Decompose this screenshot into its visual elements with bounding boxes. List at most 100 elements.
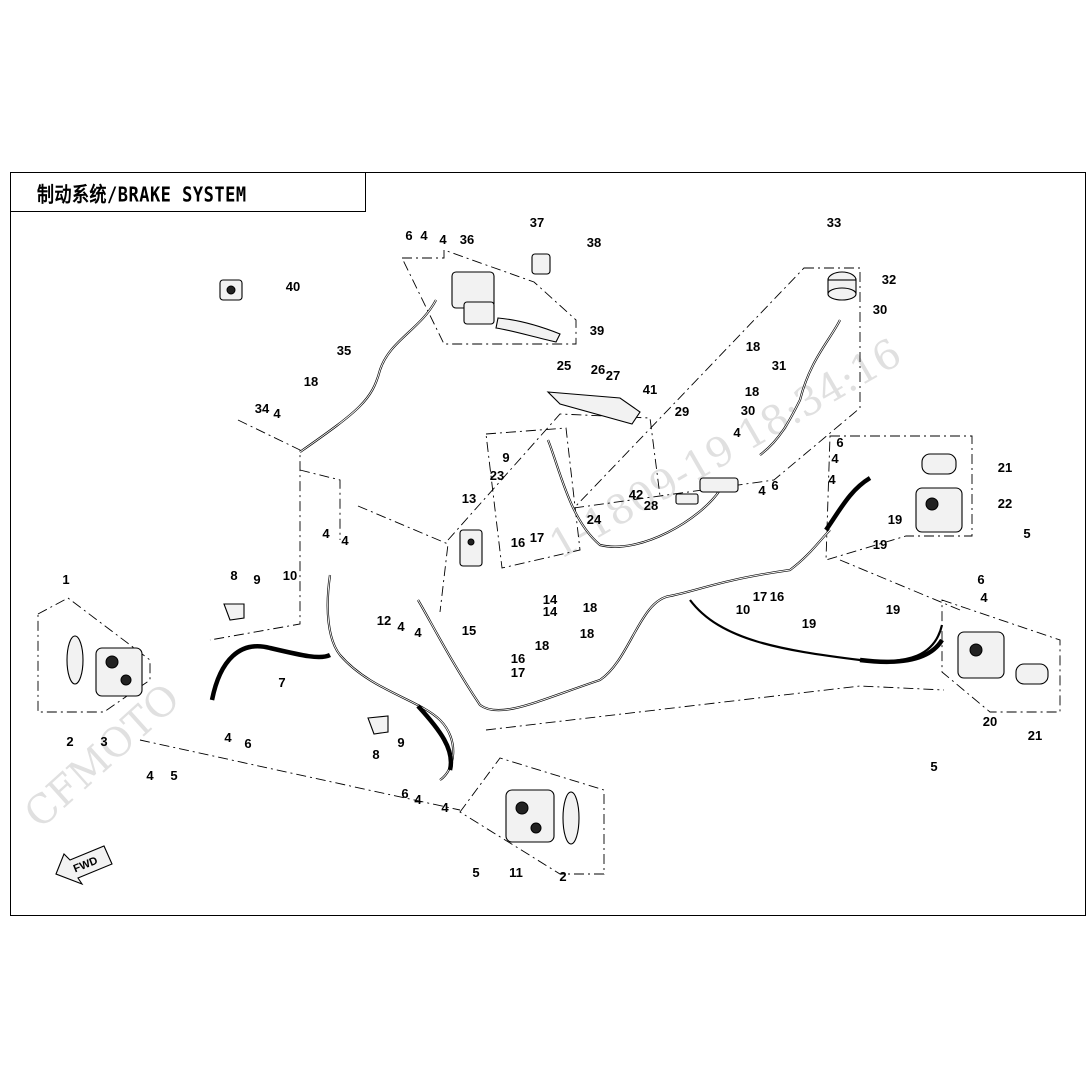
callout-37: 37 xyxy=(530,215,544,230)
callout-17: 17 xyxy=(530,530,544,545)
callout-4: 4 xyxy=(828,472,836,487)
callout-32: 32 xyxy=(882,272,896,287)
callout-19: 19 xyxy=(886,602,900,617)
callout-9: 9 xyxy=(397,735,404,750)
callout-31: 31 xyxy=(772,358,786,373)
callout-4: 4 xyxy=(322,526,330,541)
callout-4: 4 xyxy=(980,590,988,605)
callout-30: 30 xyxy=(741,403,755,418)
callout-18: 18 xyxy=(580,626,594,641)
callout-10: 10 xyxy=(736,602,750,617)
callout-6: 6 xyxy=(244,736,251,751)
rear-reservoir-icon xyxy=(827,271,857,301)
callout-30: 30 xyxy=(873,302,887,317)
callout-4: 4 xyxy=(146,768,154,783)
front-right-caliper-icon xyxy=(505,789,580,845)
brake-pedal-icon xyxy=(546,391,641,425)
callout-14: 14 xyxy=(543,604,558,619)
callout-20: 20 xyxy=(983,714,997,729)
callout-7: 7 xyxy=(278,675,285,690)
callout-16: 16 xyxy=(511,535,525,550)
rear-caliper-upper-icon xyxy=(915,453,963,533)
callout-4: 4 xyxy=(273,406,281,421)
callout-9: 9 xyxy=(253,572,260,587)
callout-6: 6 xyxy=(836,435,843,450)
callout-18: 18 xyxy=(746,339,760,354)
master-cylinder-icon xyxy=(451,253,561,343)
callout-42: 42 xyxy=(629,487,643,502)
callout-23: 23 xyxy=(490,468,504,483)
callout-4: 4 xyxy=(831,451,839,466)
brake-switch-icon xyxy=(219,279,243,301)
callout-18: 18 xyxy=(745,384,759,399)
callout-19: 19 xyxy=(888,512,902,527)
callout-8: 8 xyxy=(372,747,379,762)
callout-21: 21 xyxy=(1028,728,1042,743)
callout-17: 17 xyxy=(511,665,525,680)
callout-5: 5 xyxy=(472,865,479,880)
watermark-layer: CFMOTO 1-1809-19 18:34:16 xyxy=(16,330,909,837)
callout-25: 25 xyxy=(557,358,571,373)
callout-6: 6 xyxy=(977,572,984,587)
callout-33: 33 xyxy=(827,215,841,230)
callout-16: 16 xyxy=(770,589,784,604)
callout-4: 4 xyxy=(439,232,447,247)
callout-26: 26 xyxy=(591,362,605,377)
callout-12: 12 xyxy=(377,613,391,628)
callout-22: 22 xyxy=(998,496,1012,511)
callout-18: 18 xyxy=(583,600,597,615)
callout-40: 40 xyxy=(286,279,300,294)
callout-29: 29 xyxy=(675,404,689,419)
callout-15: 15 xyxy=(462,623,476,638)
callout-38: 38 xyxy=(587,235,601,250)
callout-5: 5 xyxy=(1023,526,1030,541)
callout-39: 39 xyxy=(590,323,604,338)
callout-4: 4 xyxy=(758,483,766,498)
diagram-frame xyxy=(10,172,1086,916)
assembly-outlines xyxy=(37,249,1061,875)
callout-10: 10 xyxy=(283,568,297,583)
callout-16: 16 xyxy=(511,651,525,666)
diagram-title: 制动系统/BRAKE SYSTEM xyxy=(37,183,247,207)
hose-bracket-icon xyxy=(223,603,389,735)
callout-4: 4 xyxy=(397,619,405,634)
callout-2: 2 xyxy=(559,869,566,884)
callout-4: 4 xyxy=(341,533,349,548)
callout-27: 27 xyxy=(606,368,620,383)
callout-35: 35 xyxy=(337,343,351,358)
callout-4: 4 xyxy=(420,228,428,243)
callout-18: 18 xyxy=(535,638,549,653)
callout-13: 13 xyxy=(462,491,476,506)
callout-4: 4 xyxy=(441,800,449,815)
callout-11: 11 xyxy=(509,865,523,880)
callout-14: 14 xyxy=(543,592,558,607)
callout-1: 1 xyxy=(62,572,69,587)
callout-4: 4 xyxy=(733,425,741,440)
title-box: 制动系统/BRAKE SYSTEM xyxy=(10,172,366,212)
proportioning-valve-icon xyxy=(459,529,483,567)
callout-9: 9 xyxy=(502,450,509,465)
rear-caliper-lower-icon xyxy=(957,631,1049,685)
watermark-brand: CFMOTO xyxy=(16,675,189,837)
callout-24: 24 xyxy=(587,512,602,527)
callout-6: 6 xyxy=(405,228,412,243)
callout-3: 3 xyxy=(100,734,107,749)
callout-4: 4 xyxy=(414,625,422,640)
rear-master-cylinder-icon xyxy=(675,477,739,505)
callout-2: 2 xyxy=(66,734,73,749)
callout-28: 28 xyxy=(644,498,658,513)
callout-21: 21 xyxy=(998,460,1012,475)
component-glyphs: FWD xyxy=(55,253,1049,886)
callout-34: 34 xyxy=(255,401,270,416)
callout-41: 41 xyxy=(643,382,657,397)
front-left-caliper-icon xyxy=(66,635,143,697)
callout-6: 6 xyxy=(771,478,778,493)
fwd-arrow-icon: FWD xyxy=(55,845,113,886)
callout-18: 18 xyxy=(304,374,318,389)
brake-hoses xyxy=(209,299,944,781)
callout-5: 5 xyxy=(170,768,177,783)
callout-36: 36 xyxy=(460,232,474,247)
callout-4: 4 xyxy=(224,730,232,745)
